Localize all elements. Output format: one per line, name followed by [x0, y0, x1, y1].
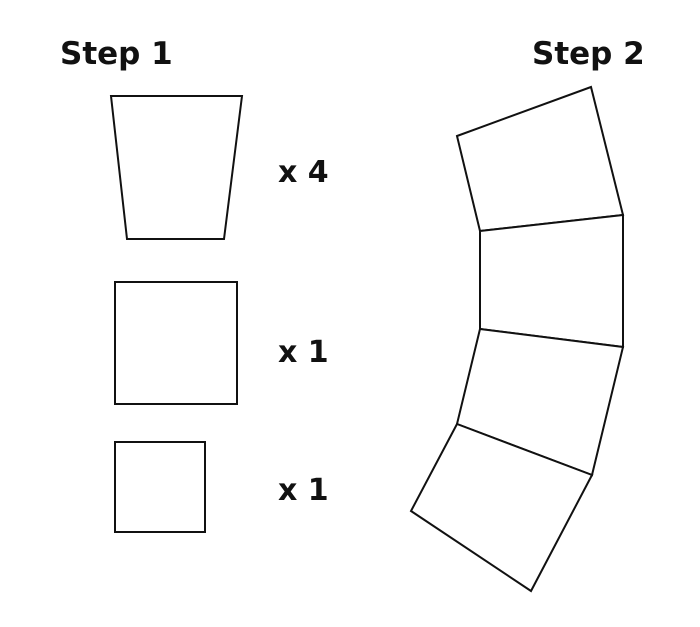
large-square-piece — [114, 281, 238, 405]
step-1-title: Step 1 — [60, 36, 173, 72]
assembly-segment-1 — [455, 85, 625, 233]
curved-assembly — [409, 85, 625, 593]
step-2-title: Step 2 — [532, 36, 645, 72]
assembly-segment-2 — [479, 213, 624, 349]
quantity-label-trapezoid: x 4 — [278, 155, 329, 190]
quantity-label-small-square: x 1 — [278, 473, 329, 508]
small-square-piece — [114, 441, 206, 533]
quantity-label-large-square: x 1 — [278, 335, 329, 370]
trapezoid-piece — [109, 95, 244, 240]
assembly-segment-4 — [409, 422, 594, 593]
